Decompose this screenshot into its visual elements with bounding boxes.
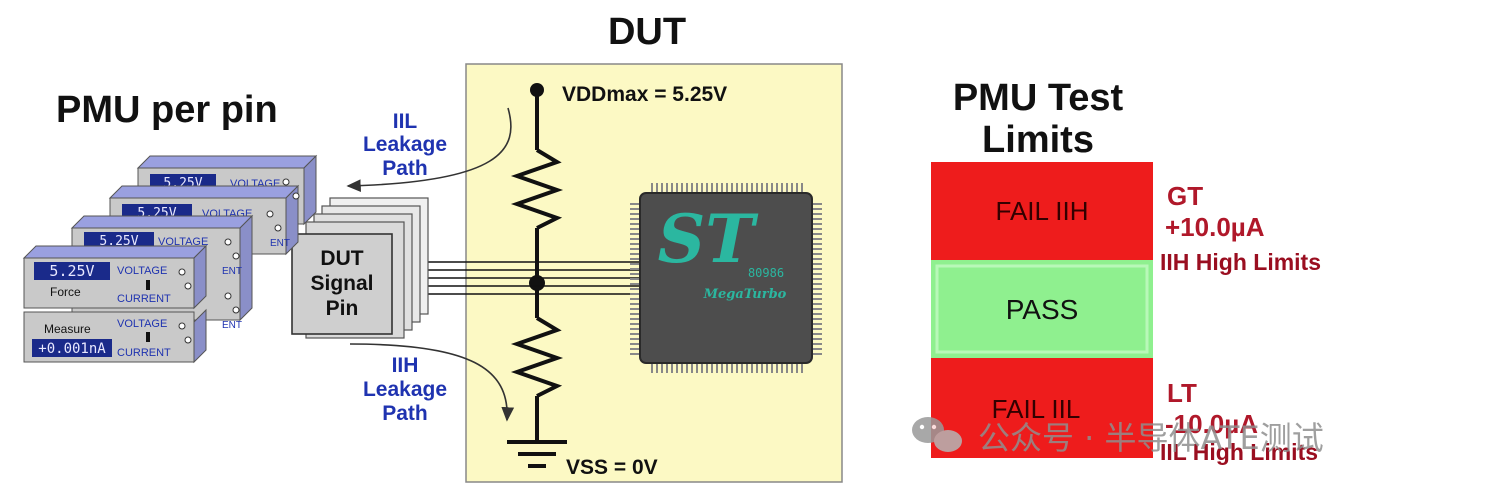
pmu-knobs xyxy=(178,178,300,344)
fail-high-zone xyxy=(931,162,1153,260)
signal-pin-line3: Pin xyxy=(326,297,359,320)
force-label: Force xyxy=(50,285,81,299)
lt-label: LT xyxy=(1167,378,1197,408)
svg-text:CURRENT: CURRENT xyxy=(117,293,171,305)
svg-text:ENT: ENT xyxy=(270,238,290,249)
gt-label: GT xyxy=(1167,181,1203,211)
measure-label: Measure xyxy=(44,322,91,336)
svg-text:5.25V: 5.25V xyxy=(99,234,138,249)
lt-value: -10.0µA xyxy=(1165,409,1258,439)
svg-text:ENT: ENT xyxy=(222,266,242,277)
svg-text:VOLTAGE: VOLTAGE xyxy=(117,265,167,277)
signal-pin-line2: Signal xyxy=(310,272,373,295)
svg-text:CURRENT: CURRENT xyxy=(117,347,171,359)
signal-pin-line1: DUT xyxy=(320,247,363,270)
svg-text:ENT: ENT xyxy=(222,320,242,331)
iih-leakage-label: IIH Leakage Path xyxy=(363,354,447,425)
fail-high-label: FAIL IIH xyxy=(996,196,1089,226)
iih-arrow xyxy=(349,343,515,422)
force-display: 5.25V xyxy=(49,262,94,280)
ground-icon xyxy=(507,440,567,468)
fail-low-zone xyxy=(931,358,1153,458)
limits-title-line2: Limits xyxy=(982,119,1094,161)
chip-logo: ST xyxy=(658,200,760,278)
iil-high-limits-caption: IIL High Limits xyxy=(1160,439,1318,465)
pass-label: PASS xyxy=(1006,294,1079,325)
dut-signal-pin: DUT Signal Pin xyxy=(291,197,429,339)
vss-label: VSS = 0V xyxy=(566,456,658,479)
chip-brand: MegaTurbo xyxy=(703,287,787,302)
svg-text:Path: Path xyxy=(382,157,428,180)
iil-arrow xyxy=(346,107,512,193)
pmu-unit-force: 5.25V Force VOLTAGE CURRENT xyxy=(22,244,208,310)
svg-text:VOLTAGE: VOLTAGE xyxy=(117,318,167,330)
measure-display: +0.001nA xyxy=(38,341,106,357)
pmu-per-pin-title: PMU per pin xyxy=(56,89,278,131)
fail-low-label: FAIL IIL xyxy=(992,394,1081,424)
svg-text:Leakage: Leakage xyxy=(363,133,447,156)
vdd-label: VDDmax = 5.25V xyxy=(562,83,727,106)
resistor-icon xyxy=(510,90,564,283)
svg-text:IIL: IIL xyxy=(393,110,418,133)
iil-leakage-label: IIL Leakage Path xyxy=(363,110,447,180)
svg-text:VOLTAGE: VOLTAGE xyxy=(158,236,208,248)
chip-icon: ST 80986 MegaTurbo xyxy=(630,183,822,373)
pmu-unit-measure: Measure +0.001nA VOLTAGE CURRENT xyxy=(23,308,207,364)
svg-text:IIH: IIH xyxy=(392,354,419,377)
svg-text:Leakage: Leakage xyxy=(363,378,447,401)
resistor-icon xyxy=(510,283,564,440)
limits-title-line1: PMU Test xyxy=(953,77,1124,119)
wechat-icon xyxy=(912,417,962,452)
dut-title: DUT xyxy=(608,11,686,53)
iih-high-limits-caption: IIH High Limits xyxy=(1160,249,1321,275)
signal-bus xyxy=(392,261,646,295)
gt-value: +10.0µA xyxy=(1165,212,1265,242)
chip-part-number: 80986 xyxy=(748,266,784,280)
svg-text:Path: Path xyxy=(382,402,428,425)
watermark-text: 公众号 · 半导体ATE测试 xyxy=(978,419,1324,457)
limits-bar: FAIL IIH PASS FAIL IIL xyxy=(931,162,1153,458)
